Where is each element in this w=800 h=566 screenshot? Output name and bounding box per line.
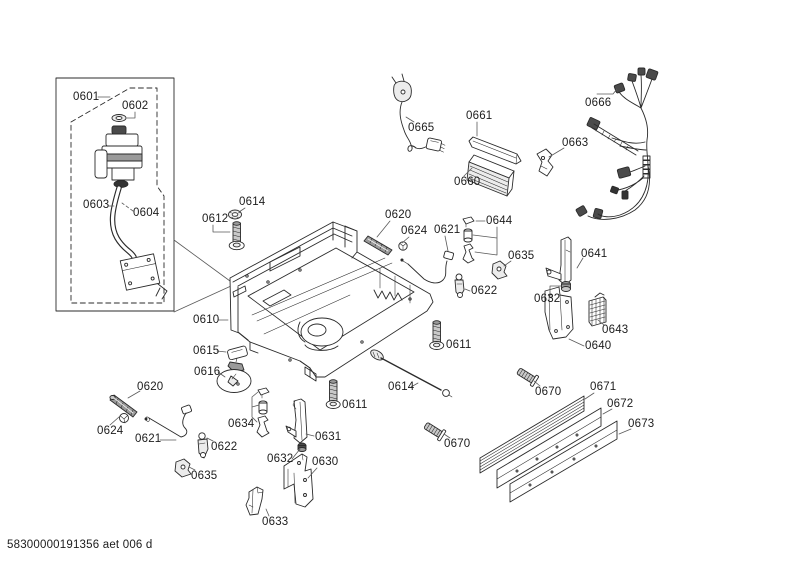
bracket-0635-bottom	[174, 458, 192, 478]
panel-0673	[509, 420, 618, 503]
bracket-0635-top	[491, 260, 508, 280]
part-0615	[227, 345, 248, 373]
rod-0614	[370, 349, 453, 398]
mount-bracket-0640	[544, 286, 574, 340]
panel-0671	[479, 395, 585, 474]
part-label-0633: 0633	[262, 516, 289, 528]
clip-0624-top	[398, 241, 408, 251]
kit-0616	[216, 369, 252, 393]
part-label-0622-bottom: 0622	[211, 441, 238, 453]
fastener-set-0634	[251, 387, 270, 438]
power-cord-0665	[391, 73, 446, 153]
part-label-0630: 0630	[312, 456, 339, 468]
bushing-0632-top	[561, 281, 571, 292]
hinge-lever-0631	[285, 398, 308, 444]
part-label-0673: 0673	[628, 418, 655, 430]
inlet-valve-assembly	[94, 114, 168, 300]
part-label-0634: 0634	[228, 418, 255, 430]
part-label-0624-top: 0624	[401, 225, 428, 237]
part-label-0621-top: 0621	[434, 224, 461, 236]
base-assembly-0610	[229, 221, 434, 382]
clip-0624-bottom	[119, 413, 129, 424]
control-module-0660	[466, 154, 515, 197]
part-label-0612: 0612	[202, 213, 229, 225]
part-label-0610: 0610	[193, 314, 220, 326]
strip-0620-bottom	[109, 394, 138, 418]
hinge-lever-0641	[545, 236, 572, 286]
part-label-0632-bottom: 0632	[267, 453, 294, 465]
part-label-0671: 0671	[590, 381, 617, 393]
part-label-0635-bottom: 0635	[191, 470, 218, 482]
part-label-0640: 0640	[585, 340, 612, 352]
screw-0611-left	[325, 379, 341, 409]
part-label-0632-top: 0632	[534, 293, 561, 305]
panel-0672	[496, 407, 602, 489]
part-0622-bottom	[197, 432, 209, 459]
part-label-0665: 0665	[408, 122, 435, 134]
screw-0611-right	[429, 320, 445, 350]
part-label-0663: 0663	[562, 137, 589, 149]
part-label-0661: 0661	[466, 110, 493, 122]
part-label-0611-right: 0611	[446, 339, 472, 351]
document-number: 58300000191356 aet 006 d	[7, 539, 153, 551]
part-label-0631: 0631	[315, 431, 342, 443]
part-label-0660: 0660	[454, 176, 481, 188]
bracket-0663	[536, 148, 554, 177]
cover-strip-0661	[468, 136, 522, 165]
leader-lines	[97, 88, 632, 517]
strip-0620-top	[363, 235, 393, 256]
part-label-0620-top: 0620	[385, 209, 412, 221]
part-label-0641: 0641	[581, 248, 608, 260]
part-label-0621-bottom: 0621	[135, 433, 162, 445]
mount-plate	[119, 253, 161, 291]
part-label-0620-bottom: 0620	[137, 381, 164, 393]
part-label-0622-top: 0622	[471, 285, 498, 297]
spring-block-0643	[588, 292, 607, 327]
mount-bracket-0630	[283, 453, 314, 508]
part-label-0611-left: 0611	[342, 399, 368, 411]
part-label-0614-bottom: 0614	[388, 381, 415, 393]
part-label-0614-top: 0614	[239, 196, 266, 208]
part-label-0604: 0604	[133, 207, 160, 219]
part-label-0635-top: 0635	[508, 250, 535, 262]
bushing-0632-bottom	[297, 442, 307, 452]
cable-0621-top	[400, 250, 455, 284]
part-label-0601: 0601	[73, 91, 100, 103]
cable-0621-bottom	[144, 404, 192, 438]
bracket-0633	[245, 486, 264, 516]
wiring-harness-0666	[575, 67, 659, 220]
part-label-0670-left: 0670	[444, 438, 471, 450]
part-0622-top	[454, 273, 465, 298]
pin-0670-right	[516, 368, 540, 387]
part-label-0602: 0602	[122, 100, 149, 112]
part-label-0670-right: 0670	[535, 386, 562, 398]
part-label-0624-bottom: 0624	[97, 425, 124, 437]
part-label-0615: 0615	[193, 345, 220, 357]
part-label-0666: 0666	[585, 97, 612, 109]
pin-0670-left	[423, 422, 447, 442]
washer-0614-top	[228, 209, 242, 220]
part-label-0603: 0603	[83, 199, 110, 211]
part-label-0643: 0643	[602, 324, 629, 336]
part-label-0644: 0644	[486, 215, 513, 227]
screw-0612	[228, 221, 245, 251]
part-label-0672: 0672	[607, 398, 634, 410]
part-label-0616: 0616	[194, 366, 221, 378]
fastener-set-0644	[462, 216, 498, 264]
